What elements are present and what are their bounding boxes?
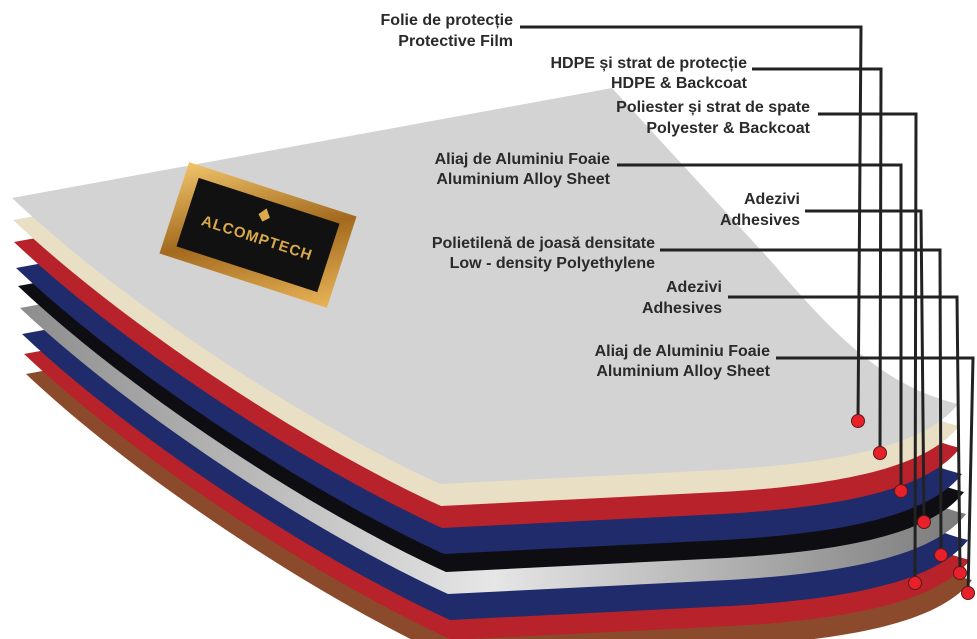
label-ro: Aliaj de Aluminiu Foaie	[595, 343, 771, 360]
label-ro: Polietilenă de joasă densitate	[432, 235, 655, 252]
leader-line	[818, 112, 918, 584]
marker-dot	[917, 515, 931, 529]
leader-line	[805, 209, 926, 523]
leader-line	[617, 163, 903, 491]
label-en: Protective Film	[398, 33, 513, 50]
label-en: Adhesives	[642, 300, 722, 317]
marker-dots	[851, 414, 975, 600]
label-en: Aluminium Alloy Sheet	[596, 363, 770, 380]
label-en: Polyester & Backcoat	[646, 120, 810, 137]
label-ro: Adezivi	[666, 279, 722, 296]
leader-line	[776, 356, 975, 594]
label-ro: Folie de protecție	[381, 12, 514, 29]
label-en: Adhesives	[720, 212, 800, 229]
marker-dot	[894, 484, 908, 498]
leader-line	[660, 248, 943, 556]
label-ro: Aliaj de Aluminiu Foaie	[435, 151, 611, 168]
diamond-icon	[258, 208, 270, 222]
label-ro: Adezivi	[744, 191, 800, 208]
marker-dot	[851, 414, 865, 428]
label-ro: HDPE și strat de protecție	[551, 55, 748, 72]
alcomptech-logo: ALCOMPTECH	[159, 162, 357, 308]
marker-dot	[934, 548, 948, 562]
label-en: Low - density Polyethylene	[450, 255, 655, 272]
label-ro: Poliester și strat de spate	[616, 99, 810, 116]
layer-labels: Folie de protecție Protective Film HDPE …	[381, 12, 811, 380]
leader-line	[728, 295, 962, 574]
marker-dot	[961, 586, 975, 600]
leader-line	[752, 67, 883, 454]
marker-dot	[953, 566, 967, 580]
label-en: HDPE & Backcoat	[611, 75, 748, 92]
leader-line	[520, 25, 863, 422]
marker-dot	[873, 446, 887, 460]
label-en: Aluminium Alloy Sheet	[436, 171, 610, 188]
marker-dot	[908, 576, 922, 590]
leader-lines	[520, 25, 975, 594]
